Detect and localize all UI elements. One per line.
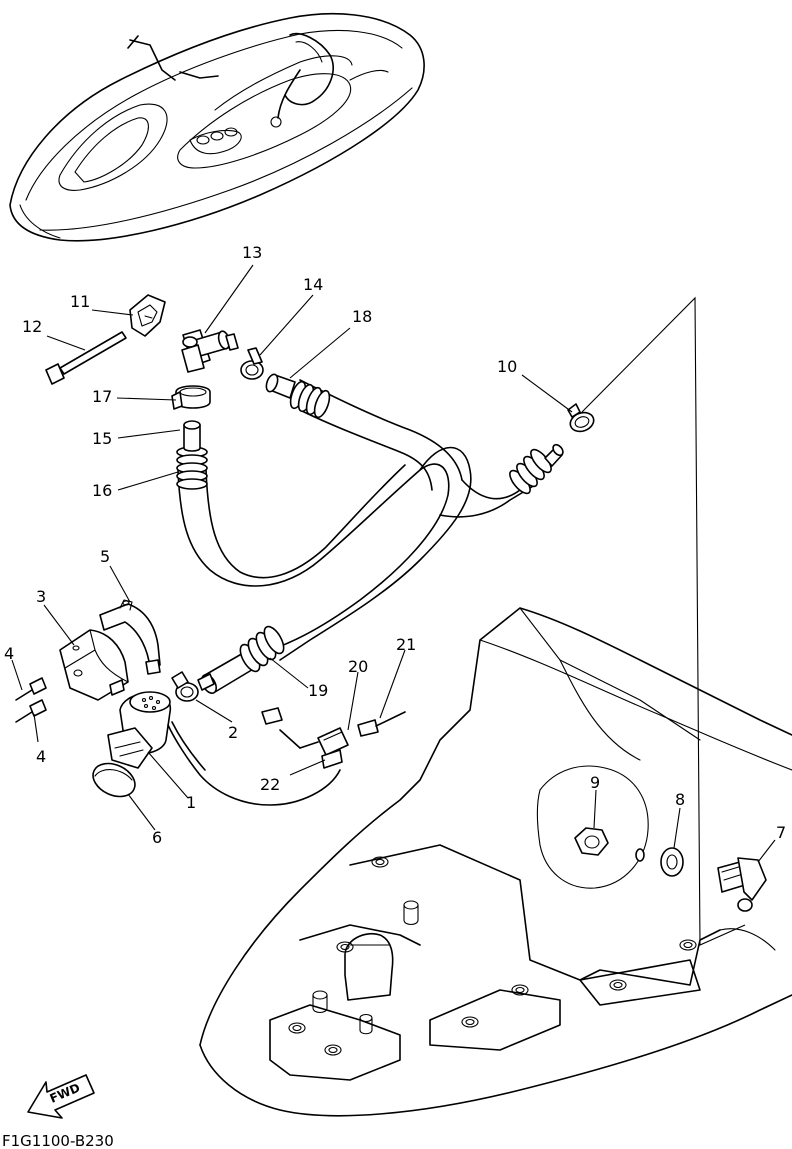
holder-11 bbox=[129, 294, 166, 337]
washer-8 bbox=[635, 847, 684, 877]
callout-labels: 13 14 18 11 12 17 15 16 10 5 3 4 4 19 2 … bbox=[4, 243, 786, 847]
callout-13: 13 bbox=[242, 243, 262, 262]
callout-5: 5 bbox=[100, 547, 110, 566]
watercraft-illustration bbox=[9, 12, 425, 242]
callout-8: 8 bbox=[675, 790, 685, 809]
connector-22 bbox=[321, 749, 343, 769]
bracket-5 bbox=[99, 599, 161, 675]
callout-4-lower: 4 bbox=[36, 747, 46, 766]
screw-4-upper bbox=[15, 677, 47, 701]
screw-4-lower bbox=[15, 699, 47, 723]
callout-6: 6 bbox=[152, 828, 162, 847]
callout-16: 16 bbox=[92, 481, 112, 500]
hose-clamp-14 bbox=[240, 347, 264, 380]
nut-9 bbox=[574, 827, 609, 856]
leader-lines bbox=[11, 264, 776, 863]
elbow-joint-13 bbox=[181, 329, 239, 373]
callout-12: 12 bbox=[22, 317, 42, 336]
callout-10: 10 bbox=[497, 357, 517, 376]
callout-14: 14 bbox=[303, 275, 323, 294]
diagram-code: F1G1100-B230 bbox=[2, 1132, 114, 1149]
hose-clamp-17 bbox=[171, 385, 211, 410]
callout-4-upper: 4 bbox=[4, 644, 14, 663]
hose-corrugation-16 bbox=[176, 420, 208, 490]
hull-engine-bed bbox=[199, 607, 792, 1117]
callout-3: 3 bbox=[36, 587, 46, 606]
callout-22: 22 bbox=[260, 775, 280, 794]
cable-tie-12 bbox=[45, 331, 127, 385]
bilge-pump-1 bbox=[107, 691, 341, 806]
hose-corrugation-18 bbox=[265, 373, 331, 419]
screw-21 bbox=[357, 711, 406, 737]
callout-7: 7 bbox=[776, 823, 786, 842]
callout-17: 17 bbox=[92, 387, 112, 406]
callout-20: 20 bbox=[348, 657, 368, 676]
outlet-elbow-7 bbox=[717, 857, 767, 912]
callout-11: 11 bbox=[70, 292, 90, 311]
hose-fitting-2 bbox=[171, 671, 215, 702]
callout-19: 19 bbox=[308, 681, 328, 700]
callout-21: 21 bbox=[396, 635, 416, 654]
connector-20 bbox=[261, 707, 349, 756]
callout-18: 18 bbox=[352, 307, 372, 326]
hose-clamp-10 bbox=[567, 403, 595, 433]
fwd-arrow-icon: FWD bbox=[27, 1074, 95, 1119]
bilge-hose-long bbox=[177, 379, 546, 661]
pump-cover-6 bbox=[92, 762, 136, 798]
hose-corrugation-upper-right bbox=[509, 443, 564, 495]
callout-9: 9 bbox=[590, 773, 600, 792]
callout-2: 2 bbox=[228, 723, 238, 742]
connection-line bbox=[581, 296, 746, 946]
pump-holder-3 bbox=[59, 629, 129, 701]
callout-15: 15 bbox=[92, 429, 112, 448]
hose-corrugation-19 bbox=[200, 625, 285, 694]
callout-1: 1 bbox=[186, 793, 196, 812]
